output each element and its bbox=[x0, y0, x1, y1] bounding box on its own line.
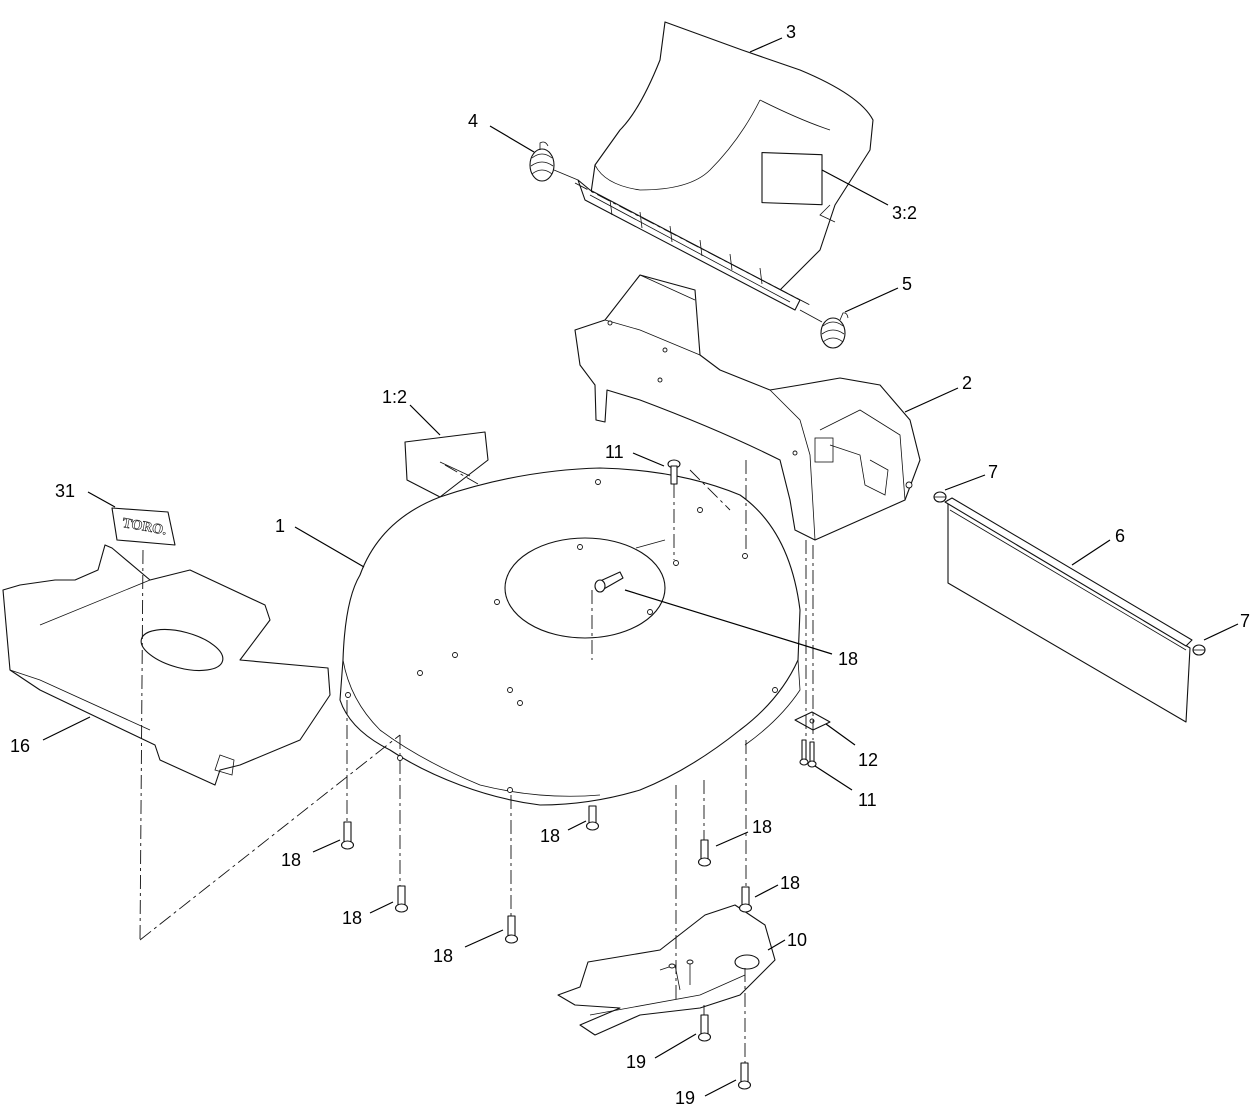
alignment-lines bbox=[139, 182, 814, 1063]
bolt-19-a bbox=[697, 1014, 712, 1042]
mower-deck bbox=[339, 467, 801, 806]
rear-flap bbox=[577, 21, 874, 311]
deck-decal-1-2 bbox=[404, 431, 489, 498]
callout-labels: 3 4 3:2 5 2 1:2 11 7 31 1 6 7 18 16 12 1… bbox=[10, 22, 1250, 1108]
flap-decal-3-2 bbox=[761, 152, 823, 206]
rear-housing bbox=[574, 274, 921, 541]
bolt-18-f bbox=[738, 886, 753, 913]
bolt-18-e bbox=[697, 839, 712, 867]
callout-3: 3 bbox=[786, 22, 796, 42]
leader-lines bbox=[42, 37, 1239, 1097]
front-cover bbox=[2, 544, 331, 786]
callout-7-right: 7 bbox=[1240, 611, 1250, 631]
baffle-10 bbox=[557, 904, 776, 1036]
callout-11-upper: 11 bbox=[605, 442, 624, 462]
callout-4: 4 bbox=[468, 111, 478, 131]
callout-19-a: 19 bbox=[626, 1052, 646, 1072]
screw-11-lower bbox=[799, 739, 817, 768]
callout-18-c: 18 bbox=[433, 946, 453, 966]
callout-11-lower: 11 bbox=[858, 790, 877, 810]
callout-2: 2 bbox=[962, 373, 972, 393]
screw-7-left bbox=[933, 491, 947, 503]
bolt-18-d bbox=[585, 805, 600, 831]
callout-18-d: 18 bbox=[540, 826, 560, 846]
bolt-18-center bbox=[594, 571, 624, 593]
callout-3-2: 3:2 bbox=[892, 203, 917, 223]
callout-10: 10 bbox=[787, 930, 807, 950]
bolt-18-a bbox=[340, 821, 355, 850]
deck-center-opening bbox=[504, 537, 666, 639]
bracket-12 bbox=[794, 711, 831, 731]
callout-18-center: 18 bbox=[838, 649, 858, 669]
callout-18-e: 18 bbox=[752, 817, 772, 837]
bolt-18-b bbox=[394, 885, 409, 913]
torsion-spring-left bbox=[529, 141, 579, 182]
callout-18-b: 18 bbox=[342, 908, 362, 928]
bolt-19-b bbox=[737, 1062, 752, 1090]
callout-16: 16 bbox=[10, 736, 30, 756]
rear-guard bbox=[944, 497, 1193, 723]
callout-18-f: 18 bbox=[780, 873, 800, 893]
screw-7-right bbox=[1192, 644, 1206, 656]
callout-6: 6 bbox=[1115, 526, 1125, 546]
bolt-18-c bbox=[504, 915, 519, 944]
callout-12: 12 bbox=[858, 750, 878, 770]
callout-1: 1 bbox=[275, 516, 285, 536]
callout-19-b: 19 bbox=[675, 1088, 695, 1108]
callout-1-2: 1:2 bbox=[382, 387, 407, 407]
callout-5: 5 bbox=[902, 274, 912, 294]
callout-18-a: 18 bbox=[281, 850, 301, 870]
toro-logo-decal: TORO. bbox=[111, 507, 176, 546]
torsion-spring-right bbox=[799, 309, 849, 349]
callout-7-left: 7 bbox=[988, 462, 998, 482]
callout-31: 31 bbox=[55, 481, 75, 501]
